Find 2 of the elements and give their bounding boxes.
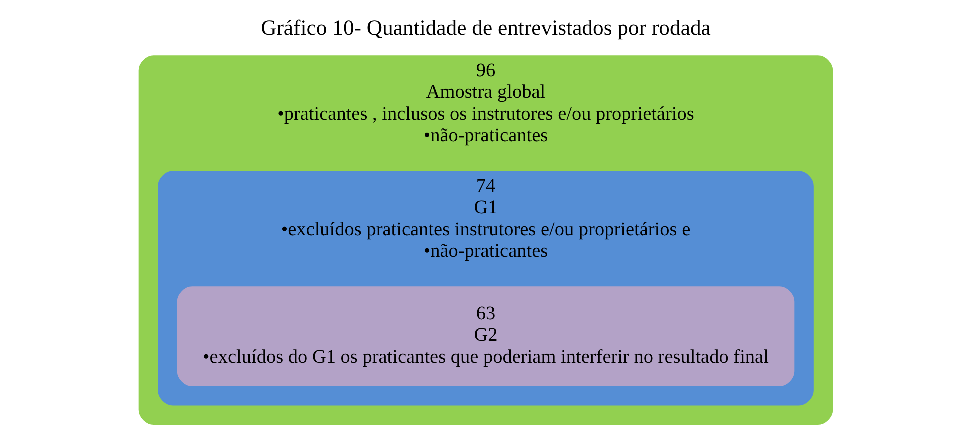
node-box: 63 G2 •excluídos do G1 os praticantes que poderiam interferir no resultado final	[176, 286, 794, 387]
diagram-title: Gráfico 10- Quantidade de entrevistados por rodada	[260, 16, 710, 40]
